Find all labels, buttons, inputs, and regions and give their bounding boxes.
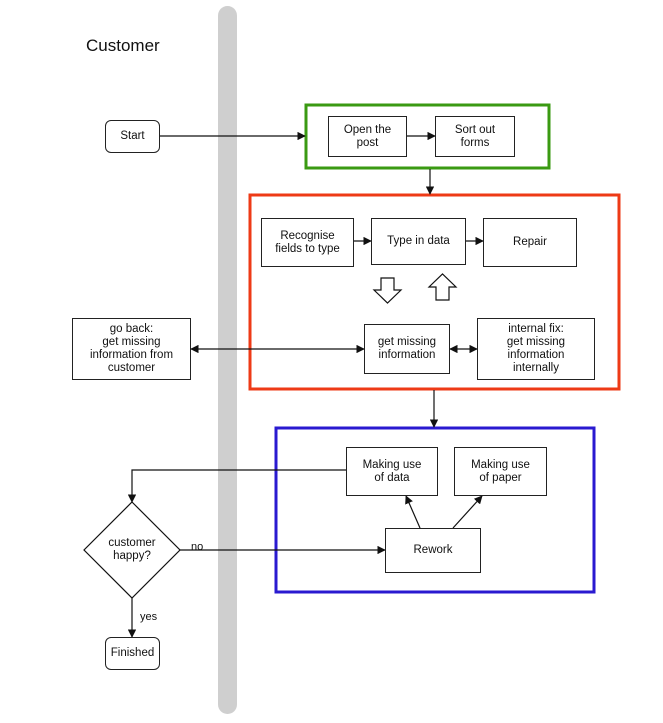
open-post-node: Open the post [328,116,407,157]
get-missing-info-node: get missing information [364,324,450,374]
down-block-arrow [372,277,403,304]
edge-label-yes: yes [140,611,158,623]
group-output-frame [274,426,596,594]
internal-fix-node: internal fix: get missing information in… [477,318,595,380]
up-block-arrow [427,273,458,301]
group-processing-frame [248,193,621,391]
repair-node: Repair [483,218,577,267]
use-paper-node: Making use of paper [454,447,547,496]
edge-rework-to-usepaper [452,495,483,529]
sort-forms-node: Sort out forms [435,116,515,157]
decision-diamond [83,501,181,599]
rework-node: Rework [385,528,481,573]
decision-label: customer happy? [108,537,156,562]
finished-node: Finished [105,637,160,670]
recognise-fields-node: Recognise fields to type [261,218,354,267]
start-node: Start [105,120,160,153]
group-input-frame [304,103,551,170]
lane-title: Customer [86,36,160,55]
edge-label-no: no [191,541,204,553]
edge-rework-to-usedata [405,495,421,529]
use-data-node: Making use of data [346,447,438,496]
go-back-node: go back: get missing information from cu… [72,318,191,380]
type-in-data-node: Type in data [371,218,466,265]
edge-usedata-to-decision [127,469,346,503]
lane-divider [218,6,237,714]
